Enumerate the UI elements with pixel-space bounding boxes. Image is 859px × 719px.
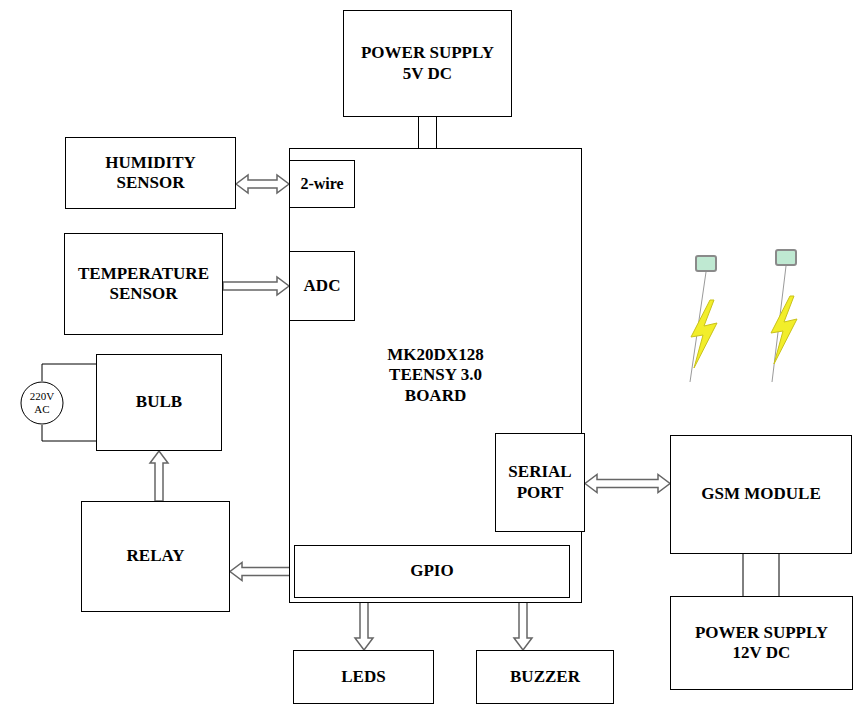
- double-line: [418, 117, 419, 148]
- output-box: RELAY: [81, 501, 230, 612]
- connector: [743, 554, 779, 596]
- connector: [514, 598, 532, 650]
- wireless-icon: [690, 256, 717, 382]
- hollow-arrow: [236, 175, 289, 193]
- box-label: GSM MODULE: [701, 484, 820, 504]
- antenna-lamp: [776, 250, 796, 265]
- box-label: BUZZER: [510, 667, 580, 687]
- connector: [355, 598, 373, 650]
- connector: [230, 563, 294, 581]
- connector: [236, 175, 289, 193]
- antenna-lamp: [696, 256, 716, 271]
- power-supply-box: POWER SUPPLY 5V DC: [343, 10, 512, 117]
- box-label: MK20DX128 TEENSY 3.0 BOARD: [371, 345, 501, 406]
- box-label: SERIAL PORT: [502, 462, 578, 503]
- box-label: POWER SUPPLY 12V DC: [692, 623, 832, 664]
- output-box: BULB: [96, 354, 222, 451]
- sensor-box: TEMPERATURE SENSOR: [64, 233, 223, 335]
- box-label: TEMPERATURE SENSOR: [71, 264, 216, 305]
- port-box: SERIAL PORT: [495, 433, 585, 532]
- connector: [223, 277, 289, 295]
- hollow-arrow: [585, 475, 670, 493]
- hollow-arrow: [355, 598, 373, 650]
- board-box: MK20DX128 TEENSY 3.0 BOARD 2-wireADC SERIA…: [289, 148, 582, 603]
- port-box: GPIO: [294, 545, 570, 598]
- output-box: BUZZER: [476, 650, 614, 704]
- connector: [150, 451, 168, 501]
- circle-shape: [21, 382, 63, 424]
- box-label: BULB: [136, 392, 182, 412]
- power-supply-box: POWER SUPPLY 12V DC: [670, 596, 853, 690]
- wireless-icon: [771, 250, 797, 382]
- box-label: POWER SUPPLY 5V DC: [358, 43, 498, 84]
- connector: [419, 117, 437, 148]
- connector: [585, 475, 670, 493]
- lightning-bolt: [771, 296, 797, 364]
- port-box: ADC: [289, 251, 355, 321]
- box-label: RELAY: [127, 546, 185, 566]
- box-label: ADC: [304, 276, 341, 296]
- double-line: [779, 554, 780, 596]
- hollow-arrow: [150, 451, 168, 501]
- hollow-arrow: [514, 598, 532, 650]
- double-line: [436, 117, 437, 148]
- double-line: [743, 554, 744, 596]
- module-box: GSM MODULE: [670, 435, 852, 554]
- port-box: 2-wire: [289, 160, 355, 208]
- hollow-arrow: [223, 277, 289, 295]
- box-label: HUMIDITY SENSOR: [81, 153, 221, 194]
- box-label: 2-wire: [300, 174, 343, 193]
- supply-wire: [42, 425, 96, 441]
- hollow-arrow: [230, 563, 294, 581]
- box-label: 220V AC: [25, 390, 59, 416]
- sensor-box: HUMIDITY SENSOR: [65, 137, 236, 209]
- ac-source-circle: 220V AC: [20, 381, 64, 425]
- lightning-bolt: [691, 300, 717, 368]
- output-box: LEDS: [293, 650, 434, 704]
- box-label: GPIO: [410, 561, 453, 581]
- box-label: LEDS: [341, 667, 385, 687]
- supply-wire: [42, 364, 96, 381]
